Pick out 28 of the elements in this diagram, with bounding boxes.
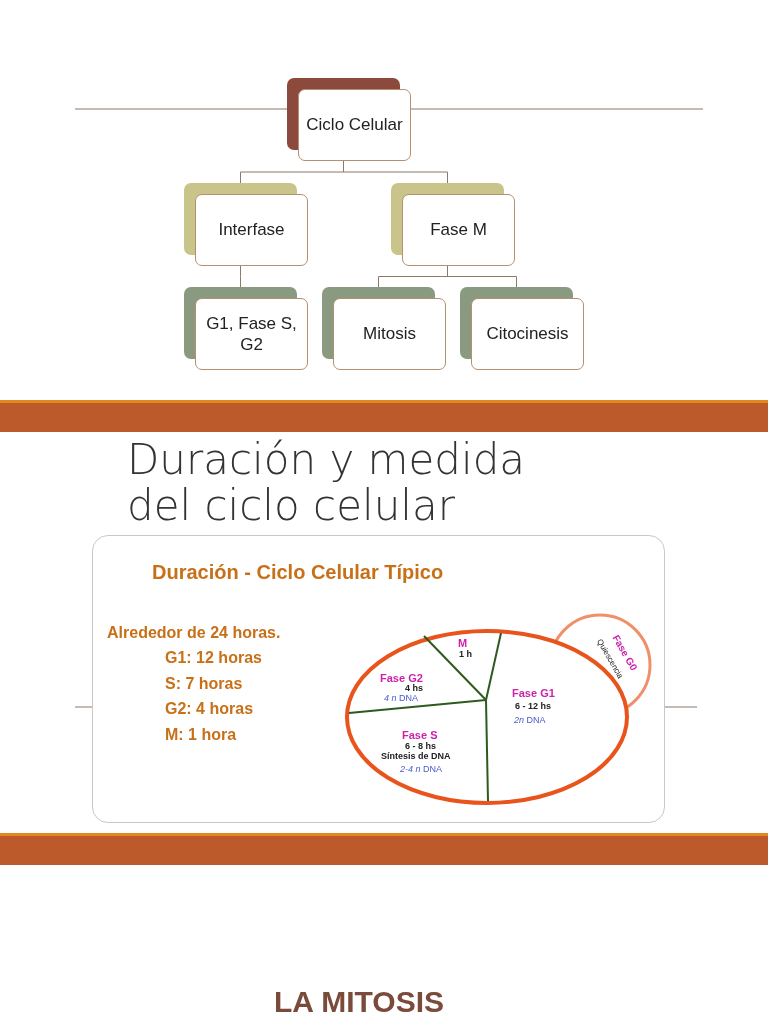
duration-text: 4 hs [405,684,423,694]
process-box: G1, Fase S, G2 [195,298,308,370]
duration-text: 1 h [459,650,472,660]
duration-text: M: 1 hora [165,726,237,744]
process-box: Ciclo Celular [298,89,411,161]
phase-name: M [458,637,468,650]
section-heading: LA MITOSIS [274,985,444,1018]
duration-text: 6 - 8 hs [405,742,436,752]
connector-line [447,265,517,288]
process-box: Interfase [195,194,308,266]
duration-text: G2: 4 horas [165,700,254,718]
slide-title: Duración y medida del ciclo celular [127,437,527,530]
process-box: Citocinesis [471,298,584,370]
duration-text: G1: 12 horas [165,649,262,667]
phase-name: Fase G2 [380,672,423,684]
dna-content-text: 2n DNA [514,716,546,726]
card-title: Duración - Ciclo Celular Típico [152,561,444,583]
phase-name: Fase G1 [512,687,555,700]
duration-text: S: 7 horas [165,675,243,693]
phase-description: Síntesis de DNA [381,752,451,762]
duration-text: 6 - 12 hs [515,702,552,712]
process-box: Mitosis [333,298,446,370]
process-box: Fase M [402,194,515,266]
dna-content-text: 2-4 n DNA [400,765,443,775]
summary-text: Alrededor de 24 horas. [107,624,281,642]
dna-content-text: 4 n DNA [384,694,419,704]
connector-line [240,265,241,288]
phase-name: Fase S [402,729,438,742]
